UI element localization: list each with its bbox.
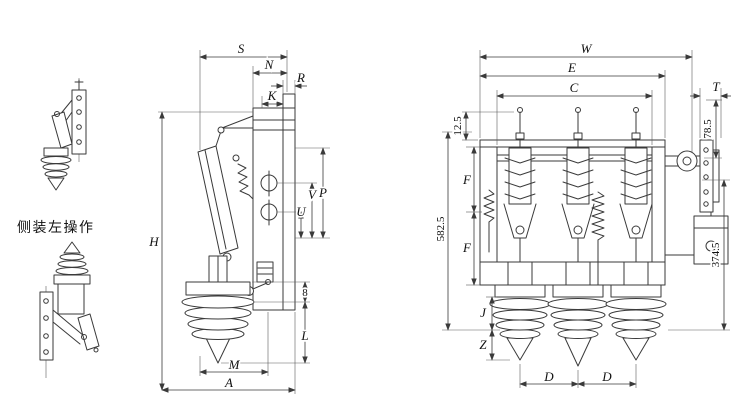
dim-label-t: T <box>712 79 720 94</box>
dim-label-h: H <box>148 234 159 249</box>
dim-label-w: W <box>581 41 593 56</box>
dim-label-d-right: D <box>601 369 612 384</box>
dim-label-k: K <box>267 88 278 103</box>
hanger-bolts <box>515 107 641 148</box>
dim-label-z: Z <box>479 337 487 352</box>
dim-label-p: P <box>318 185 327 200</box>
left-bottom-view <box>39 241 100 378</box>
dim-label-u: U <box>296 204 307 219</box>
dim-label-78-5: 78.5 <box>702 119 714 139</box>
bushing-stack-right <box>605 284 667 361</box>
dim-label-v: V <box>308 187 318 202</box>
dim-label-8: 8 <box>302 287 308 299</box>
operating-spring <box>591 191 605 241</box>
side-fuse-bell <box>185 281 251 296</box>
drive-shaft <box>676 150 698 172</box>
pole-assembly-left <box>503 147 537 286</box>
left-spring <box>483 189 495 223</box>
dim-label-n: N <box>264 57 275 72</box>
mounting-caption: 侧装左操作 <box>17 220 95 236</box>
dim-label-c: C <box>570 80 579 95</box>
side-view-dimensions: S N R K H P V U 8 L M A <box>147 39 330 394</box>
dim-label-j: J <box>480 305 487 320</box>
dim-label-582-5: 582.5 <box>435 216 447 241</box>
interrupter-body <box>197 145 239 255</box>
side-fuse-cone <box>205 337 231 364</box>
side-view-structure <box>181 93 296 364</box>
dim-label-l: L <box>300 328 308 343</box>
dim-label-e: E <box>567 60 576 75</box>
dim-label-r: R <box>296 70 305 85</box>
dim-label-f-lower: F <box>462 240 472 255</box>
side-spring <box>237 163 254 200</box>
bushing-stack-left <box>489 284 551 361</box>
pole-assembly-middle <box>561 147 605 289</box>
dim-label-374-5: 374.5 <box>710 242 722 267</box>
dim-label-a: A <box>224 375 233 390</box>
front-view-structure <box>479 107 729 367</box>
dim-label-d-left: D <box>543 369 554 384</box>
pole-assembly-right <box>619 147 653 286</box>
dim-label-m: M <box>228 357 241 372</box>
left-top-view <box>40 78 87 191</box>
dim-label-f-upper: F <box>462 172 472 187</box>
dim-label-12-5: 12.5 <box>452 116 464 136</box>
dim-label-s: S <box>238 41 245 56</box>
bushing-stack-middle <box>547 284 609 367</box>
front-view-dimensions: W E C T 12.5 78.5 582.5 374.5 F F J Z D … <box>433 39 731 388</box>
